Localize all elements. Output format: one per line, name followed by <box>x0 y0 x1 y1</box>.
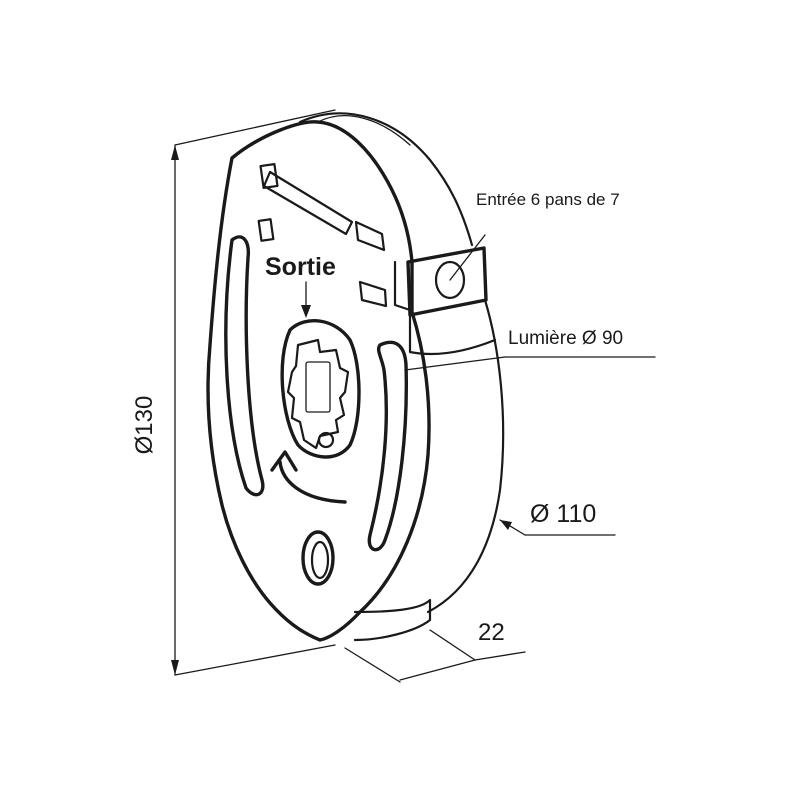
top-slots <box>257 163 388 308</box>
light-label: Lumière Ø 90 <box>508 328 623 349</box>
output-hub <box>280 319 361 459</box>
arrow-up-icon <box>171 145 179 160</box>
arrow-down-icon <box>171 660 179 675</box>
right-slot <box>367 340 408 552</box>
mounting-hole <box>301 530 335 586</box>
outer-dia-label: Ø 110 <box>530 500 596 528</box>
housing-body <box>206 112 505 642</box>
light-leader <box>404 356 506 371</box>
height-dimension <box>171 109 336 676</box>
height-dia-label: Ø130 <box>131 396 158 455</box>
entry-leader <box>449 234 486 281</box>
outer-dia-arrow-icon <box>500 520 512 530</box>
rotation-arrow-icon <box>270 450 347 504</box>
width-dimension <box>344 629 526 683</box>
left-slot <box>224 235 265 497</box>
output-label: Sortie <box>265 253 336 281</box>
hex-entry-block <box>393 246 497 356</box>
output-arrow-icon <box>301 305 311 318</box>
width-label: 22 <box>478 619 505 646</box>
entry-label: Entrée 6 pans de 7 <box>476 190 620 209</box>
